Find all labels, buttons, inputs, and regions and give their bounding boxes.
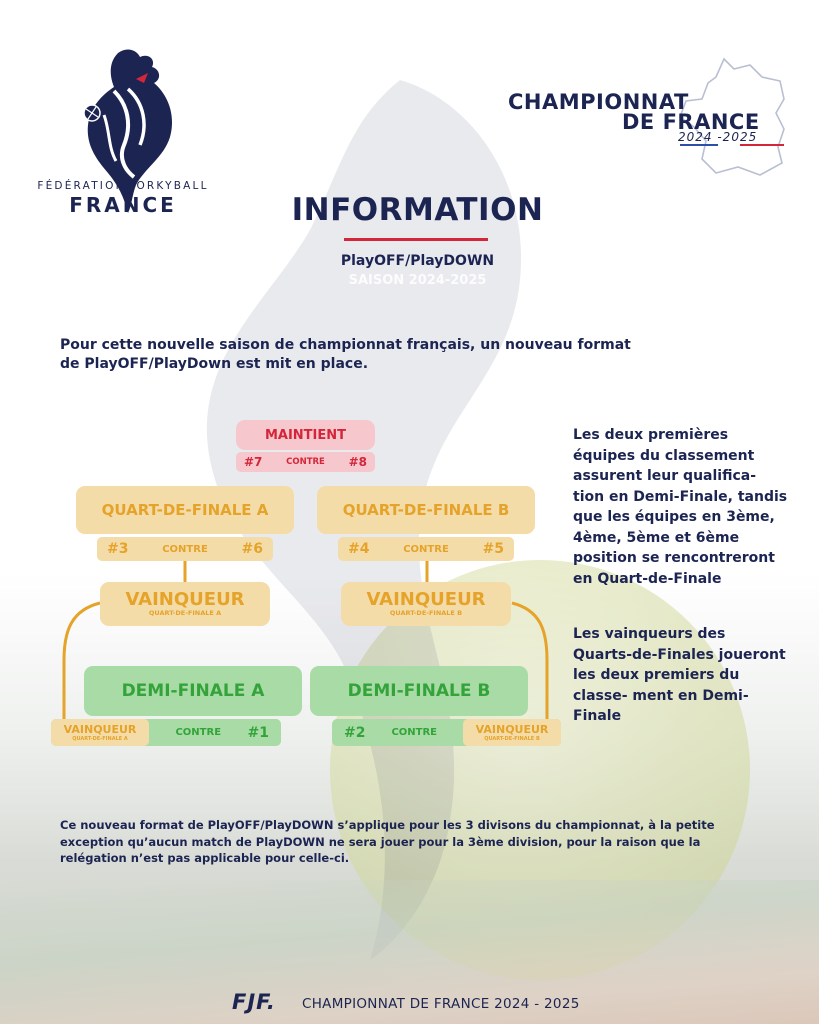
footer-note: Ce nouveau format de PlayOFF/PlayDOWN s’… <box>60 818 715 865</box>
qf-a-right-seed: #6 <box>241 541 263 557</box>
fjf-logo: FJF. <box>232 990 276 1014</box>
intro-paragraph: Pour cette nouvelle saison de championna… <box>60 337 631 372</box>
qf-a-contre: CONTRE <box>162 543 208 555</box>
quarter-final-b-label: QUART-DE-FINALE B <box>342 501 510 519</box>
championship-season: 2024 -2025 <box>678 130 758 144</box>
semi-final-a-box: DEMI-FINALE A <box>84 666 302 716</box>
sf-a-winner-label: VAINQUEUR <box>63 722 137 736</box>
semi-final-b-match: #2 CONTRE VAINQUEUR QUART-DE-FINALE B <box>332 719 561 746</box>
winner-b-label: VAINQUEUR <box>366 589 486 610</box>
france-map-icon <box>679 57 785 176</box>
maintient-left-seed: #7 <box>244 455 263 469</box>
semi-final-a-label: DEMI-FINALE A <box>121 681 265 701</box>
championship-line1: CHAMPIONNAT <box>508 90 689 114</box>
maintient-label: MAINTIENT <box>264 427 347 443</box>
quarter-final-b-match: #4 CONTRE #5 <box>338 537 514 561</box>
page-subtitle: PlayOFF/PlayDOWN <box>340 253 495 269</box>
sf-a-contre: CONTRE <box>175 727 222 738</box>
flag-red-bar <box>740 144 784 146</box>
footer-text: CHAMPIONNAT DE FRANCE 2024 - 2025 <box>302 996 580 1012</box>
rooster-logo-icon <box>83 49 173 213</box>
sf-b-contre: CONTRE <box>391 727 438 738</box>
quarter-final-a-match: #3 CONTRE #6 <box>97 537 273 561</box>
quarter-final-a-label: QUART-DE-FINALE A <box>101 501 269 519</box>
sf-b-winner-label: VAINQUEUR <box>475 722 549 736</box>
sf-a-right-seed: #1 <box>247 724 269 741</box>
qf-b-contre: CONTRE <box>403 543 449 555</box>
winner-a-label: VAINQUEUR <box>125 589 245 610</box>
season-ghost-text: SAISON 2024-2025 <box>348 273 487 288</box>
semi-final-a-match: VAINQUEUR QUART-DE-FINALE A CONTRE #1 <box>51 719 281 746</box>
winner-b-sublabel: QUART-DE-FINALE B <box>389 609 463 617</box>
sf-b-winner-sublabel: QUART-DE-FINALE B <box>484 735 540 742</box>
qf-a-left-seed: #3 <box>107 541 129 557</box>
winner-a-sublabel: QUART-DE-FINALE A <box>148 609 222 617</box>
maintient-box: MAINTIENT <box>236 420 375 450</box>
quarter-final-a-box: QUART-DE-FINALE A <box>76 486 294 534</box>
turf-background <box>0 880 819 1024</box>
sf-b-left-seed: #2 <box>344 724 366 741</box>
semi-final-b-box: DEMI-FINALE B <box>310 666 528 716</box>
sf-a-winner-tag: VAINQUEUR QUART-DE-FINALE A <box>51 719 149 746</box>
qf-b-right-seed: #5 <box>482 541 504 557</box>
side-paragraph-1: Les deux premières équipes du classement… <box>573 427 788 587</box>
championship-line2: DE FRANCE <box>622 110 760 134</box>
side-paragraph-2: Les vainqueurs des Quarts-de-Finales jou… <box>573 626 786 724</box>
flag-blue-bar <box>680 144 718 146</box>
maintient-right-seed: #8 <box>348 455 367 469</box>
winner-b-box: VAINQUEUR QUART-DE-FINALE B <box>341 582 511 626</box>
sf-a-winner-sublabel: QUART-DE-FINALE A <box>72 735 128 742</box>
semi-final-b-label: DEMI-FINALE B <box>347 681 491 701</box>
page-title: INFORMATION <box>291 192 544 228</box>
qf-b-left-seed: #4 <box>348 541 370 557</box>
title-underline <box>344 238 488 241</box>
sf-b-winner-tag: VAINQUEUR QUART-DE-FINALE B <box>463 719 561 746</box>
maintient-contre: CONTRE <box>286 457 325 467</box>
federation-line1: FÉDÉRATION JORKYBALL <box>37 180 209 192</box>
maintient-match: #7 CONTRE #8 <box>236 452 375 472</box>
federation-line2: FRANCE <box>69 193 177 217</box>
winner-a-box: VAINQUEUR QUART-DE-FINALE A <box>100 582 270 626</box>
quarter-final-b-box: QUART-DE-FINALE B <box>317 486 535 534</box>
